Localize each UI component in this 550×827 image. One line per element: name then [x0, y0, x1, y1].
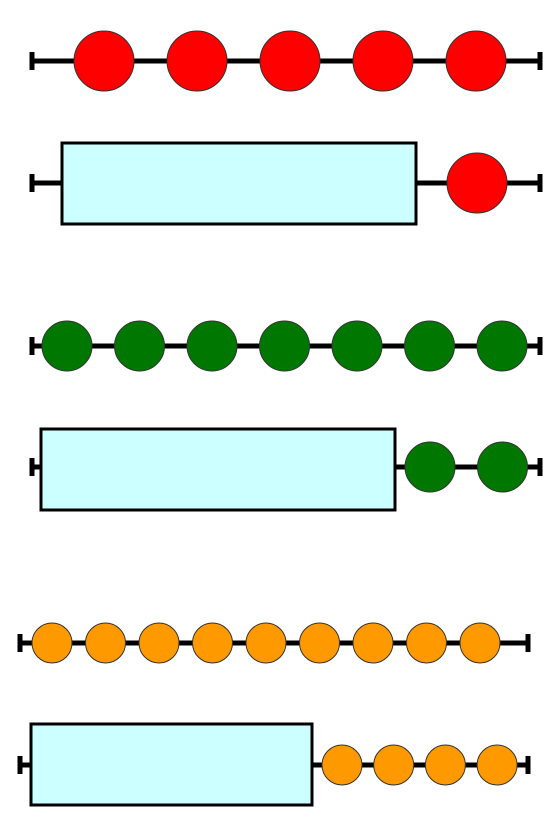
green-group: [29, 320, 543, 512]
bead: [192, 622, 233, 664]
grouping-box: [29, 722, 314, 807]
bead: [445, 30, 507, 92]
bead: [406, 622, 447, 664]
green-group-string-1: [29, 320, 543, 372]
bead: [459, 622, 501, 664]
bead: [138, 622, 180, 664]
bead: [476, 320, 528, 372]
orange-group: [17, 622, 531, 807]
bead: [259, 30, 321, 92]
red-group-string-1: [29, 30, 543, 92]
bead: [404, 320, 455, 372]
bead: [166, 30, 228, 92]
green-group-string-2: [29, 427, 543, 512]
red-group-string-2: [29, 141, 543, 226]
bead: [259, 320, 310, 372]
bead: [31, 622, 73, 664]
bead: [73, 30, 135, 92]
bead: [373, 744, 415, 786]
bead: [186, 320, 238, 372]
bead: [424, 744, 466, 786]
bead: [85, 622, 126, 664]
bead: [476, 744, 518, 786]
red-group: [29, 30, 543, 226]
bead: [404, 441, 456, 493]
bead: [352, 30, 414, 92]
diagram-layer: [17, 30, 543, 807]
bead: [321, 744, 363, 786]
bead: [114, 320, 165, 372]
bead: [331, 320, 383, 372]
bead: [352, 622, 394, 664]
orange-group-string-2: [17, 722, 531, 807]
bead: [446, 152, 508, 214]
bead: [299, 622, 340, 664]
grouping-box: [39, 427, 397, 512]
bead: [477, 441, 528, 493]
orange-group-string-1: [17, 622, 531, 664]
bead: [41, 320, 93, 372]
grouping-box: [60, 141, 418, 226]
bead: [245, 622, 287, 664]
